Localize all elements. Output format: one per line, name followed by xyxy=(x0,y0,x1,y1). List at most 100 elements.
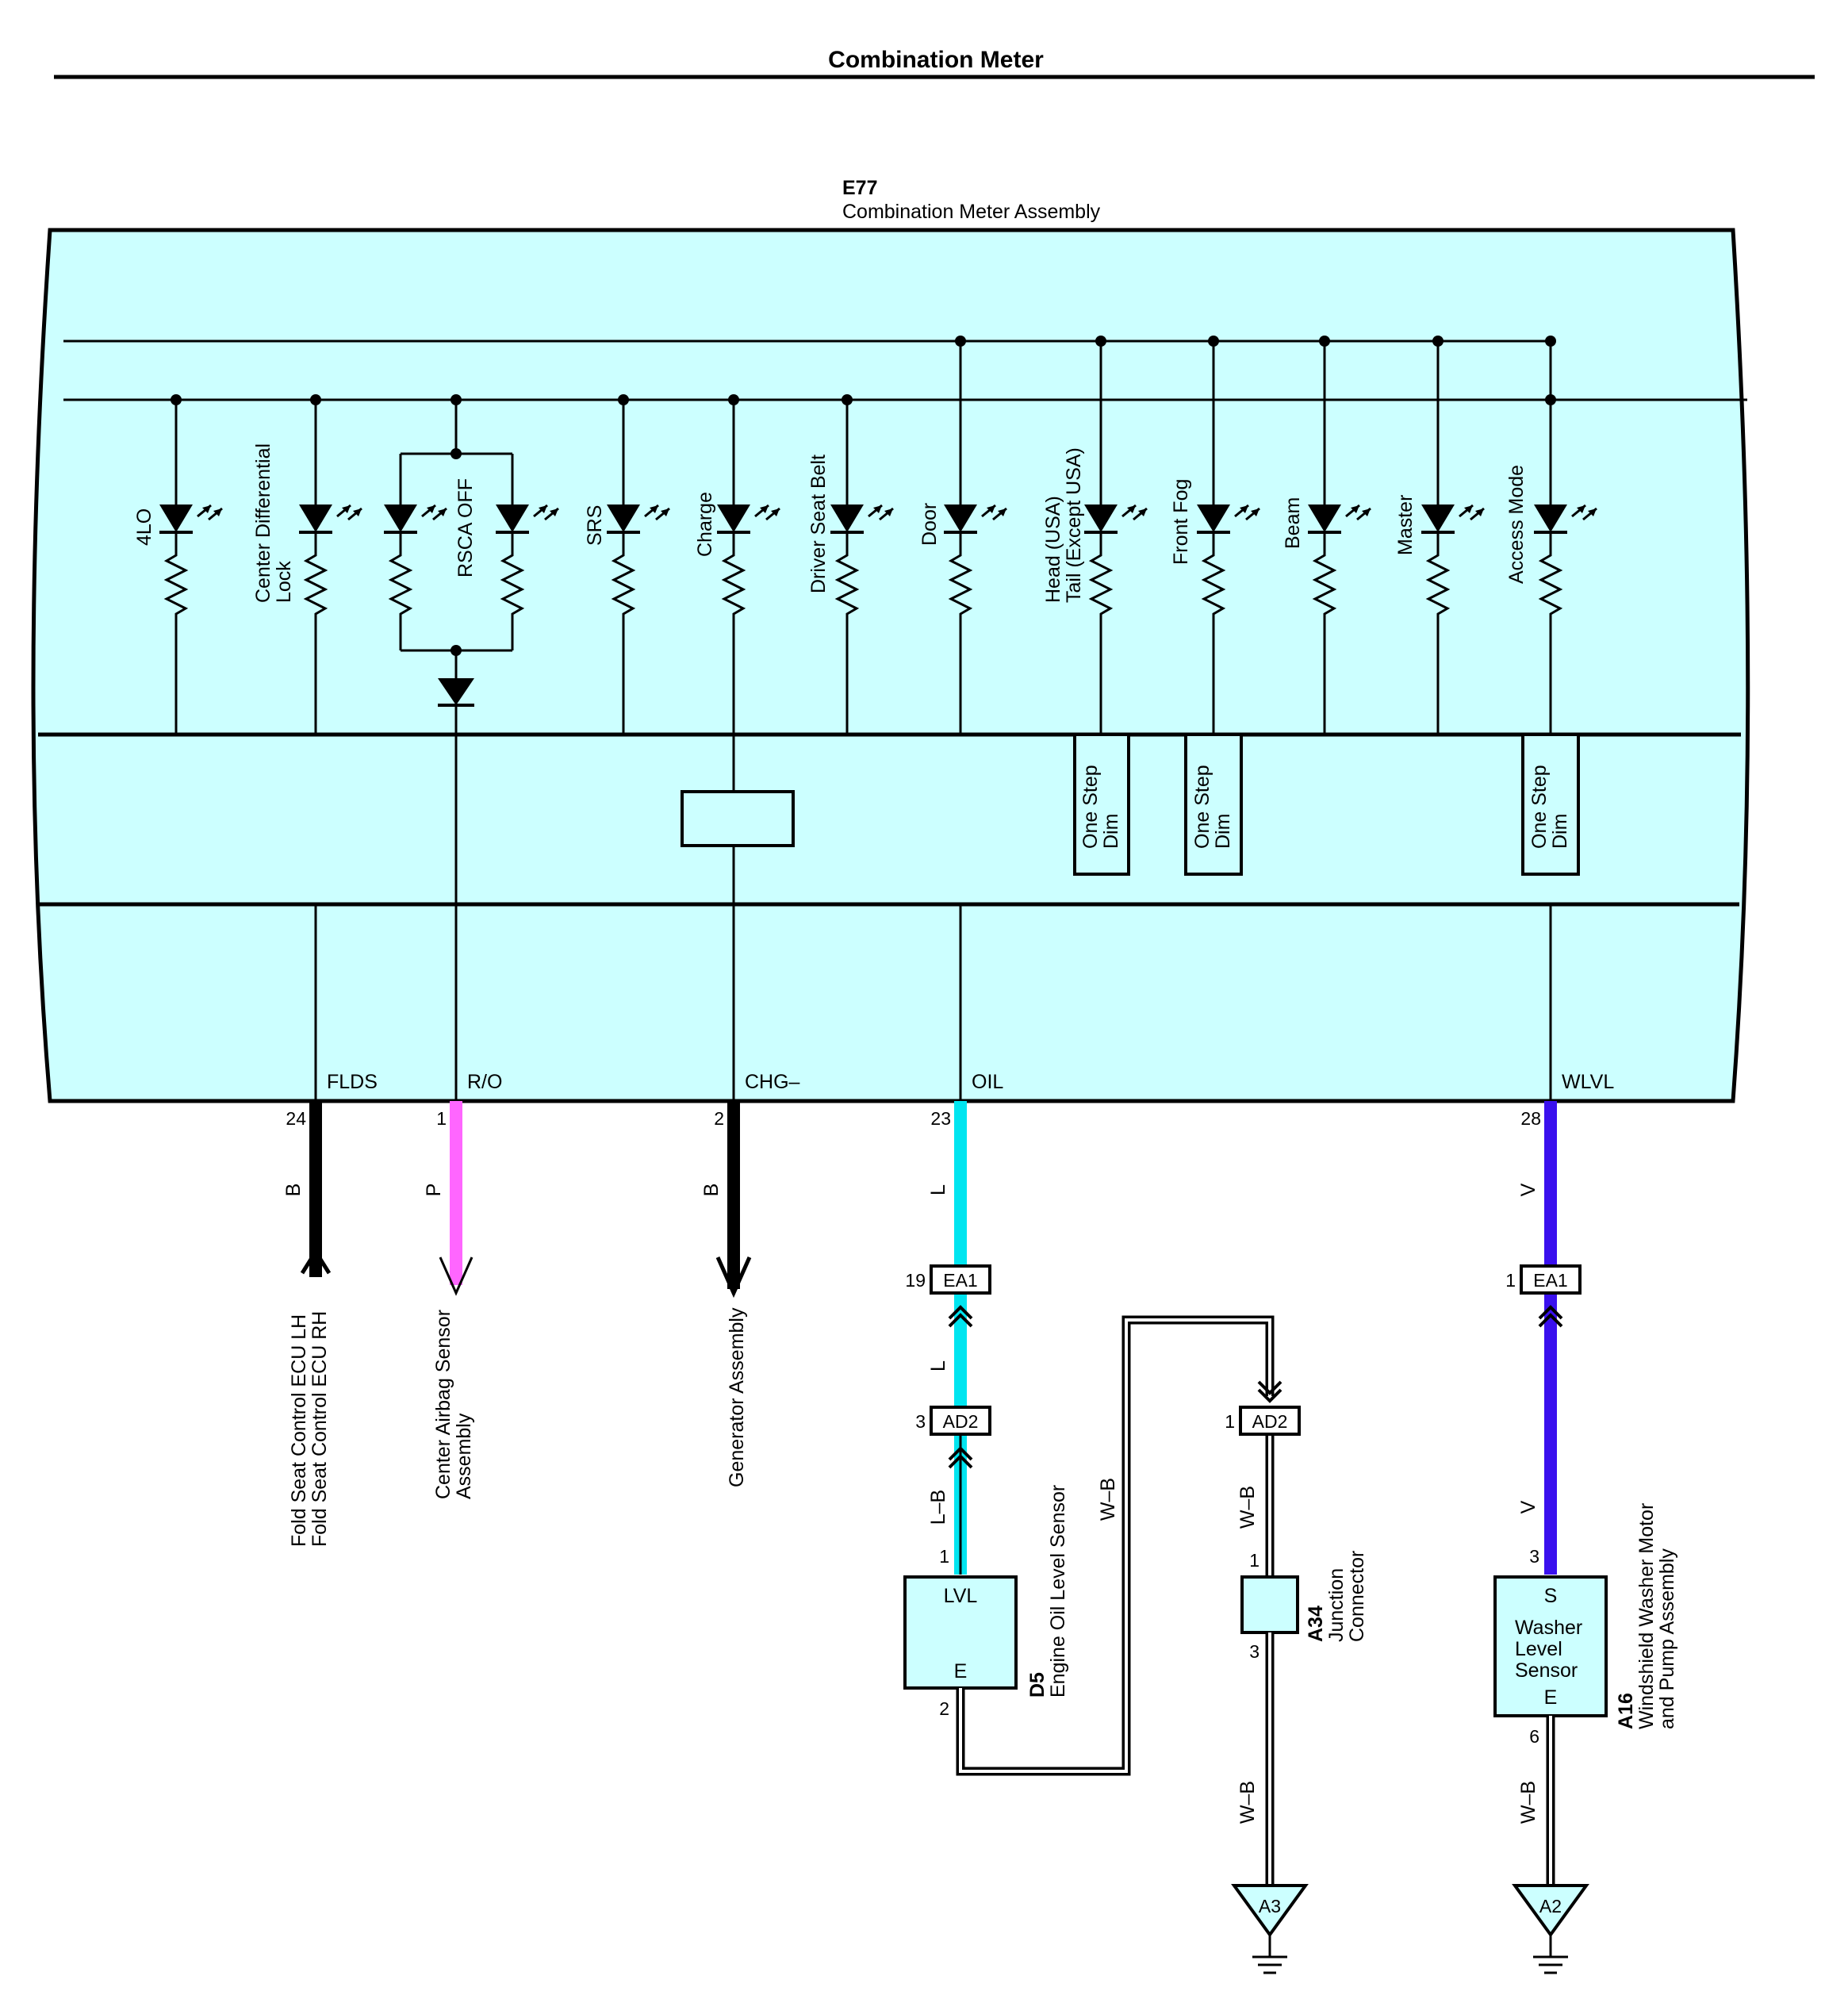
connector-chevron xyxy=(948,1305,973,1320)
junction-name: Junction xyxy=(1325,1568,1348,1642)
wire-color-code: L–B xyxy=(927,1490,949,1525)
one-step-dim-box xyxy=(1073,733,1130,876)
dim-box-label: Dim xyxy=(1212,814,1234,849)
terminal-name: FLDS xyxy=(327,1071,378,1093)
connector-ea1-label: EA1 xyxy=(1533,1270,1567,1291)
connector-ea1-pin: 1 xyxy=(1505,1270,1516,1291)
arrow-icon xyxy=(715,1256,752,1299)
sensor-body-label: Washer xyxy=(1515,1617,1582,1639)
connector-ad2-ground-label: AD2 xyxy=(1252,1411,1288,1432)
destination-label: Center Airbag Sensor xyxy=(432,1310,454,1499)
terminal-pin: 1 xyxy=(436,1108,447,1129)
sensor-terminal: S xyxy=(1544,1585,1558,1607)
indicator-label: Charge xyxy=(694,492,716,557)
wire-color-code: W–B xyxy=(1097,1478,1119,1521)
indicator-label: Beam xyxy=(1282,497,1304,549)
junction-code: A34 xyxy=(1305,1606,1327,1642)
sensor-terminal: LVL xyxy=(944,1585,978,1607)
terminal-pin: 23 xyxy=(930,1108,951,1129)
one-step-dim-box xyxy=(1521,733,1580,876)
terminal-name: CHG– xyxy=(745,1071,800,1093)
destination-label: Assembly xyxy=(453,1413,475,1499)
indicator-label: Tail (Except USA) xyxy=(1063,447,1085,603)
destination-label: Fold Seat Control ECU LH xyxy=(288,1314,310,1547)
sensor-body-label: Sensor xyxy=(1515,1659,1578,1682)
connector-chevron xyxy=(948,1446,973,1461)
junction-name: Connector xyxy=(1346,1551,1368,1642)
indicator-label: Master xyxy=(1394,495,1417,555)
connector-chevron xyxy=(1257,1388,1282,1403)
junction-dot xyxy=(1545,336,1556,347)
connector-ea1-label: EA1 xyxy=(943,1270,977,1291)
arrow-icon xyxy=(439,1256,474,1296)
connector-chevron xyxy=(1538,1313,1563,1328)
ground-label: A3 xyxy=(1259,1896,1281,1916)
terminal-name: OIL xyxy=(972,1071,1003,1093)
sensor-pin: 6 xyxy=(1529,1726,1539,1747)
terminal-name: WLVL xyxy=(1562,1071,1614,1093)
indicator-circuits xyxy=(158,336,1598,1101)
wire-color-code: B xyxy=(282,1184,305,1197)
destination-label: Fold Seat Control ECU RH xyxy=(309,1311,331,1547)
indicator-label: Access Mode xyxy=(1505,465,1528,584)
connector-ea1-pin: 19 xyxy=(905,1270,926,1291)
ground-label: A2 xyxy=(1539,1896,1562,1916)
indicator-label: SRS xyxy=(584,505,606,546)
sensor-terminal: E xyxy=(954,1660,968,1682)
junction-pin: 1 xyxy=(1249,1550,1259,1571)
dim-box-label: One Step xyxy=(1079,765,1102,849)
one-step-dim-box xyxy=(1184,733,1243,876)
connector-chevron xyxy=(948,1454,973,1469)
connector-chevron xyxy=(1257,1380,1282,1395)
indicator-label: RSCA OFF xyxy=(454,478,477,577)
assembly-name: Combination Meter Assembly xyxy=(842,201,1101,223)
junction-connector-box xyxy=(1240,1575,1299,1634)
oil-level-sensor-box xyxy=(903,1575,1018,1690)
wire-color-code: L xyxy=(927,1360,949,1372)
sensor-terminal: E xyxy=(1544,1686,1558,1709)
connector-ad2-pin: 3 xyxy=(915,1411,926,1432)
indicator-label: Front Fog xyxy=(1170,479,1192,565)
terminal-pin: 28 xyxy=(1520,1108,1541,1129)
washer-level-sensor-box xyxy=(1493,1575,1608,1717)
connector-ad2-ground-pin: 1 xyxy=(1225,1411,1235,1432)
wire-color-code: W–B xyxy=(1517,1781,1539,1824)
dim-box-label: Dim xyxy=(1100,814,1122,849)
terminal-pin: 2 xyxy=(714,1108,724,1129)
dim-box-label: Dim xyxy=(1549,814,1571,849)
connector-ea1 xyxy=(1520,1264,1582,1295)
charge-relay-box xyxy=(681,790,795,847)
wire-color-code: P xyxy=(423,1184,445,1197)
indicator-label: Center Differential xyxy=(252,443,274,603)
connector-ad2-ground xyxy=(1239,1406,1301,1436)
connector-chevron xyxy=(948,1313,973,1328)
diode-icon xyxy=(438,678,474,705)
meter-panel xyxy=(31,228,1750,1103)
destination-label: Generator Assembly xyxy=(726,1307,748,1487)
sensor-pin: 1 xyxy=(939,1546,949,1567)
sensor-body-label: Level xyxy=(1515,1638,1562,1660)
wire-color-code: L xyxy=(927,1184,949,1195)
wire-w-b-loop-inner xyxy=(959,1318,1271,1773)
indicator-label: Door xyxy=(918,503,941,546)
page-title: Combination Meter xyxy=(828,47,1044,73)
connector-ea1 xyxy=(930,1264,991,1295)
indicator-label: 4LO xyxy=(133,508,155,546)
wire-color-code: V xyxy=(1517,1500,1539,1514)
ground-triangle xyxy=(1231,1884,1309,1938)
indicator-label: Head (USA) xyxy=(1042,496,1064,603)
terminal-pin: 24 xyxy=(286,1108,306,1129)
sensor-name: Windshield Washer Motor xyxy=(1635,1503,1658,1729)
wire-color-code: B xyxy=(700,1184,723,1197)
indicator-label: Lock xyxy=(273,561,295,603)
wire-color-code: V xyxy=(1517,1183,1539,1196)
terminal-name: R/O xyxy=(467,1071,502,1093)
sensor-name: and Pump Assembly xyxy=(1656,1548,1678,1729)
dim-box-label: One Step xyxy=(1528,765,1551,849)
connector-ad2 xyxy=(930,1406,991,1436)
sensor-pin: 2 xyxy=(939,1698,949,1719)
wire-color-code: W–B xyxy=(1236,1486,1259,1529)
indicator-label: Driver Seat Belt xyxy=(807,455,830,593)
